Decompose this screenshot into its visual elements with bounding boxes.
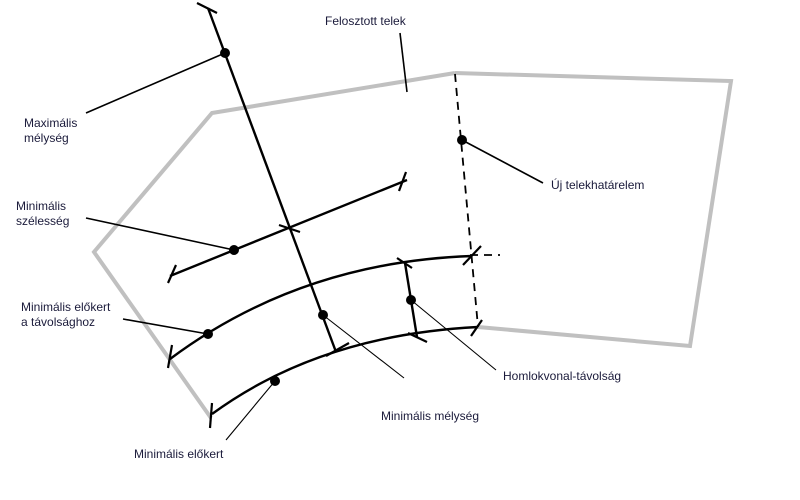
minimum-setback-right-tick	[470, 319, 483, 337]
label-setback-distance-line1: Minimális előkert	[21, 300, 111, 314]
minimum-width-leader	[85, 217, 235, 251]
setback-distance-right-tick	[462, 245, 482, 266]
maximum-depth-leader	[85, 52, 226, 114]
label-maximum-depth-line2: mélység	[24, 131, 69, 145]
minimum-depth-leader	[322, 314, 405, 379]
frontage-distance-leader	[410, 299, 497, 371]
frontage-distance-top-tick	[396, 257, 413, 269]
setback-distance-left-tick	[166, 344, 174, 369]
label-maximum-depth-line1: Maximális	[24, 116, 77, 130]
subdivided-parcel-leader	[399, 32, 408, 93]
minimum-width-left-arrowhead	[166, 264, 178, 284]
label-minimum-width-line1: Minimális	[16, 199, 66, 213]
maximum-depth-top-tick	[196, 2, 218, 14]
setback-distance-leader	[122, 318, 209, 335]
label-minimum-width-line2: szélesség	[16, 214, 69, 228]
label-subdivided-parcel: Felosztott telek	[325, 14, 407, 28]
parcel-outline-left	[91, 71, 456, 420]
new-boundary-dashed-line	[454, 73, 479, 328]
minimum-setback-arc	[211, 325, 479, 415]
maximum-depth-line	[206, 7, 338, 353]
minimum-setback-leader	[225, 380, 276, 441]
label-minimum-depth: Minimális mélység	[381, 409, 479, 423]
label-frontage-distance: Homlokvonal-távolság	[503, 369, 621, 383]
minimum-width-right-arrowhead	[397, 171, 408, 192]
label-minimum-setback: Minimális előkert	[134, 447, 224, 461]
label-new-boundary-element: Új telekhatárelem	[551, 177, 644, 192]
new-boundary-leader	[461, 139, 544, 184]
setback-distance-arc	[169, 254, 473, 360]
parcel-outline-right	[454, 71, 734, 349]
frontage-distance-bottom-tick	[407, 332, 428, 343]
label-setback-distance-line2: a távolsághoz	[21, 315, 95, 329]
minimum-width-cross-tick	[278, 223, 301, 234]
minimum-setback-left-tick	[208, 402, 214, 429]
